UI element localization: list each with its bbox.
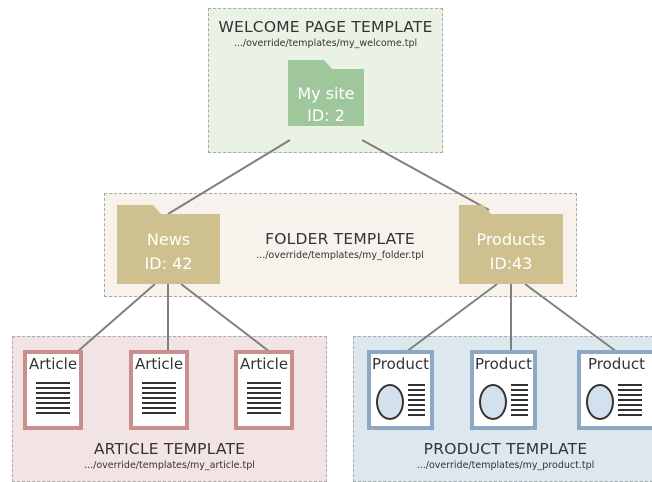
article-document[interactable]: Article [23,350,83,430]
article-document-label: Article [239,355,289,373]
folder-icon [117,205,220,284]
folder-node-id: ID:43 [489,254,533,273]
connector-products-product-1 [405,283,498,353]
text-lines-icon [408,384,425,419]
connector-news-article-3 [180,283,271,353]
product-template-path: .../override/templates/my_product.tpl [416,460,595,471]
connector-mysite-news [167,139,291,215]
folder-node-name: News [146,230,191,249]
product-template-title: PRODUCT TEMPLATE [423,440,588,458]
folder-node-products[interactable]: Products ID:43 [459,205,563,284]
product-image-icon [479,384,507,420]
folder-node-id: ID: 2 [307,106,345,125]
text-lines-icon [511,384,528,419]
welcome-template-title: WELCOME PAGE TEMPLATE [218,18,433,36]
folder-template-title: FOLDER TEMPLATE [265,230,415,248]
product-document[interactable]: Product [367,350,434,430]
product-image-icon [376,384,404,420]
folder-node-name: My site [297,84,355,103]
article-document-label: Article [134,355,184,373]
folder-icon [288,60,364,126]
article-document-label: Article [28,355,78,373]
welcome-template-path: .../override/templates/my_welcome.tpl [233,38,418,49]
connector-products-product-3 [524,283,618,353]
connector-mysite-products [361,139,490,211]
folder-node-name: Products [476,230,546,249]
product-document[interactable]: Product [577,350,652,430]
folder-template-path: .../override/templates/my_folder.tpl [256,250,424,261]
folder-node-id: ID: 42 [144,254,193,273]
connector-news-article-1 [76,283,156,353]
folder-icon [459,205,563,284]
article-document[interactable]: Article [234,350,294,430]
article-document[interactable]: Article [129,350,189,430]
text-lines-icon [142,382,176,417]
product-document-label: Product [588,355,645,373]
text-lines-icon [247,382,281,417]
folder-node-my-site[interactable]: My site ID: 2 [288,60,364,126]
folder-node-news[interactable]: News ID: 42 [117,205,220,284]
text-lines-icon [36,382,70,417]
product-document-label: Product [372,355,429,373]
product-document[interactable]: Product [470,350,537,430]
text-lines-icon [618,384,642,419]
product-document-label: Product [475,355,532,373]
product-image-icon [586,384,614,420]
article-template-path: .../override/templates/my_article.tpl [84,460,255,471]
article-template-title: ARTICLE TEMPLATE [93,440,246,458]
